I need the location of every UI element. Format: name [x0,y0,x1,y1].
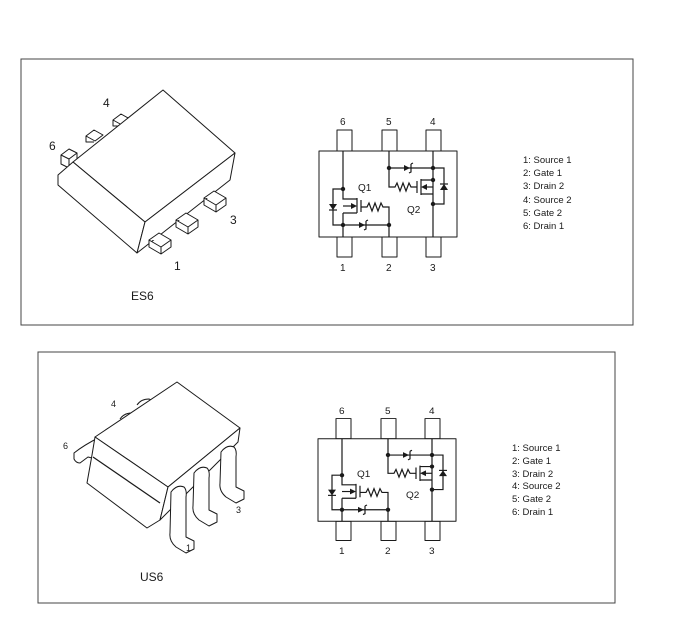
us6-lead-1 [169,485,195,554]
pin-3 [425,236,442,258]
pin-number: 1 [339,546,345,557]
legend-item: 6: Drain 1 [523,221,564,232]
pin-5 [380,418,397,440]
pin-number: 6 [340,117,346,128]
pin-5 [381,129,398,152]
pin-2 [380,520,397,541]
zener-diode-icon [403,452,409,458]
es6-panel-frame [20,58,634,326]
pin-1 [335,520,352,541]
us6-pin-legend: 1: Source 1 2: Gate 1 3: Drain 2 4: Sour… [512,443,561,518]
pin-4 [425,129,442,152]
us6-panel-frame [37,351,616,604]
us6-lead-3 [219,445,245,504]
legend-item: 3: Drain 2 [512,469,553,480]
pin-1 [336,236,353,258]
legend-item: 2: Gate 1 [523,168,562,179]
pin-number: 4 [429,406,435,417]
es6-pin-legend: 1: Source 1 2: Gate 1 3: Drain 2 4: Sour… [523,155,572,232]
legend-item: 6: Drain 1 [512,507,553,518]
es6-left-face [57,161,146,254]
q1-mosfet [329,151,392,237]
diode-icon [440,184,448,190]
legend-item: 2: Gate 1 [512,456,551,467]
package-body [318,150,458,238]
us6-pin-label: 1 [186,543,191,553]
pin-number: 3 [430,263,436,274]
us6-lead-2 [192,466,218,527]
us6-pin-label: 3 [236,505,241,515]
legend-item: 5: Gate 2 [523,208,562,219]
legend-item: 3: Drain 2 [523,181,564,192]
es6-lead-2 [175,212,199,235]
zener-diode-icon [359,222,365,228]
us6-pin-label: 6 [63,441,68,451]
pin-6 [335,418,352,440]
q1-mosfet [328,438,391,522]
es6-package-drawing: 6 4 3 1 [49,89,237,273]
pin-number: 2 [386,263,392,274]
pin-number: 3 [429,546,435,557]
legend-item: 4: Source 2 [523,195,572,206]
es6-pin-label: 6 [49,139,56,153]
zener-diode-icon [404,165,410,171]
us6-pin-label: 4 [111,399,116,409]
pin-number: 5 [385,406,391,417]
pin-3 [424,520,441,541]
diode-icon [329,204,337,210]
package-body [317,438,457,522]
diode-icon [328,489,336,496]
q1-label: Q1 [357,469,370,480]
es6-lead-3 [203,190,227,213]
q1-label: Q1 [358,183,372,194]
es6-right-face [136,152,236,254]
es6-schematic: 6 5 4 1 2 3 Q1 Q2 [318,117,458,274]
pin-number: 1 [340,263,346,274]
legend-item: 4: Source 2 [512,481,561,492]
q2-mosfet [386,151,448,237]
diode-icon [439,470,447,477]
q2-mosfet [385,438,447,522]
es6-pin-label: 4 [103,96,110,110]
es6-pin-label: 1 [174,259,181,273]
es6-package-name: ES6 [131,289,154,303]
us6-package-drawing: 6 4 3 1 [63,381,245,554]
q2-label: Q2 [407,205,421,216]
pin-4 [424,418,441,440]
pin-2 [381,236,398,258]
pin-number: 5 [386,117,392,128]
pin-number: 2 [385,546,391,557]
us6-schematic: 6 5 4 1 2 3 Q1 Q2 [317,406,457,557]
es6-lead-1 [148,232,172,255]
es6-pin-label: 3 [230,213,237,227]
pin-6 [336,129,353,152]
legend-item: 1: Source 1 [523,155,572,166]
zener-diode-icon [358,506,364,513]
us6-package-name: US6 [140,570,164,584]
q2-label: Q2 [406,490,419,501]
legend-item: 5: Gate 2 [512,494,551,505]
legend-item: 1: Source 1 [512,443,561,454]
pin-number: 6 [339,406,345,417]
pin-number: 4 [430,117,436,128]
